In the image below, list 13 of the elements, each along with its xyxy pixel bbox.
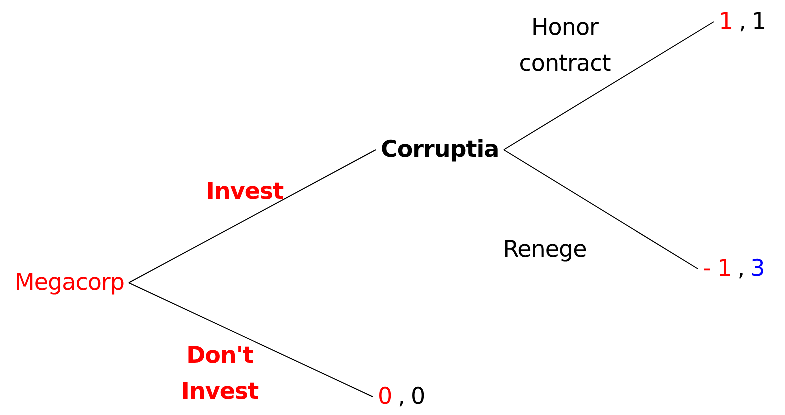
edge-label: Invest <box>205 178 285 207</box>
tree-branch <box>128 282 374 398</box>
edge-label: Renege <box>502 236 588 265</box>
edge-label: Honor contract <box>518 14 612 79</box>
payoff-label: - 1 , 3 <box>700 256 768 282</box>
tree-branch <box>128 150 376 284</box>
tree-branch <box>504 22 714 150</box>
decision-node-label: Megacorp <box>12 270 128 296</box>
tree-branch <box>504 150 698 270</box>
payoff-label: 1 , 1 <box>716 9 770 35</box>
edge-label: Don't Invest <box>180 342 260 407</box>
payoff-label: 0 , 0 <box>375 384 428 410</box>
decision-node-label: Corruptia <box>378 137 502 163</box>
